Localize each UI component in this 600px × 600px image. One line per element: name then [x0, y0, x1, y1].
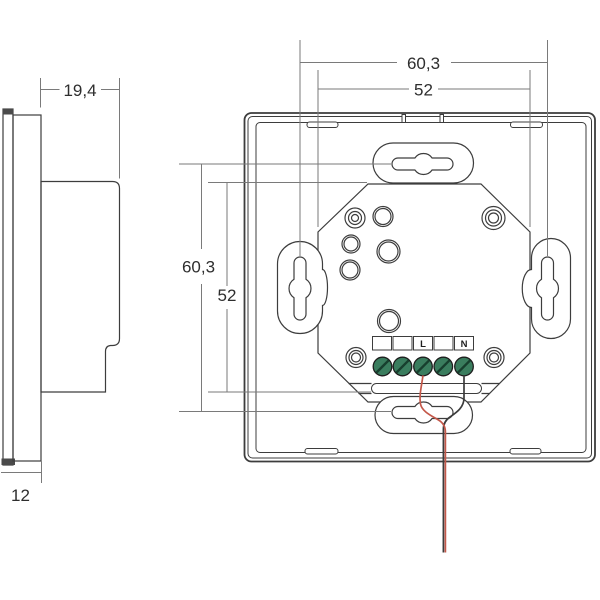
fixing-screw-bottom-right — [483, 346, 505, 369]
insert-hole — [376, 239, 401, 264]
mounting-tab-bottom-left — [304, 448, 339, 455]
mounting-frame-profile — [12, 114, 42, 462]
back-view: L N — [243, 112, 596, 463]
wire-live — [419, 375, 447, 553]
back-plate-outer-edge — [243, 112, 596, 463]
mounting-tab-top-right — [510, 121, 543, 128]
screw-slot-icon — [415, 359, 431, 374]
screw-slot-icon — [456, 359, 472, 374]
side-view — [1, 108, 121, 466]
insert-hole-inner — [378, 310, 400, 332]
release-notch-right — [439, 114, 444, 123]
cable-flange — [348, 382, 500, 395]
back-plate-inner-edge — [255, 122, 587, 453]
keyhole-slot-top — [391, 152, 454, 176]
insert-hole-inner — [374, 207, 392, 226]
terminal-screws — [372, 356, 474, 377]
keyhole-slot-left — [288, 256, 312, 321]
fixing-screw-top-left — [344, 207, 366, 229]
dimension-label-back-height-inner: 52 — [218, 286, 237, 305]
terminal-block: L N — [372, 336, 474, 351]
dimension-side-front-depth: 12 — [1, 461, 42, 505]
dimension-line — [40, 78, 120, 179]
glass-edge-cap-top — [2, 108, 14, 115]
release-notch-left — [401, 114, 406, 123]
insert-hole — [376, 308, 402, 334]
terminal-label-live: L — [420, 339, 426, 350]
dimension-line — [1, 461, 42, 483]
insert-hole-group — [339, 205, 402, 334]
dimension-label-side-front-depth: 12 — [11, 486, 30, 505]
screw-slot-icon — [395, 359, 410, 374]
terminal-label-neutral: N — [461, 339, 468, 350]
dimension-line — [317, 70, 531, 227]
screw-slot-icon — [375, 359, 390, 374]
insert-hole-inner — [378, 241, 399, 262]
screw-slot-icon — [436, 359, 451, 374]
dimension-back-height-inner: 52 — [208, 182, 371, 393]
dimension-label-side-total-depth: 19,4 — [63, 81, 96, 100]
terminal-box-3 — [413, 336, 433, 351]
insert-hole-inner — [343, 236, 359, 252]
mounting-tab-bottom-right — [509, 448, 542, 455]
dimension-label-back-width-outer: 60,3 — [407, 54, 440, 73]
fixing-screw-bottom-left — [345, 346, 367, 369]
terminal-box-5 — [454, 336, 474, 351]
dimension-line — [299, 40, 548, 256]
wiring — [419, 375, 465, 553]
terminal-box-4 — [433, 336, 454, 351]
terminal-box-2 — [392, 336, 413, 351]
glass-front-panel — [2, 108, 14, 466]
dimension-back-height-outer: 60,3 — [179, 163, 391, 412]
insert-hole — [339, 259, 361, 281]
mounting-tab-top-left — [306, 121, 339, 128]
dimension-label-back-width-inner: 52 — [414, 81, 433, 100]
insert-hole-inner — [341, 261, 359, 279]
dimension-back-width-outer: 60,3 — [299, 40, 548, 256]
dimension-back-width-inner: 52 — [317, 70, 531, 227]
keyhole-slot-right — [535, 256, 560, 321]
dimension-label-back-height-outer: 60,3 — [182, 258, 215, 277]
fixing-screw-top-right — [481, 205, 506, 231]
flush-insert-profile — [40, 180, 121, 393]
insert-hole — [341, 234, 361, 254]
glass-edge-cap-bottom — [1, 458, 15, 465]
cable-slot — [371, 383, 482, 394]
insert-hole — [372, 205, 394, 228]
dimension-side-total-depth: 19,4 — [40, 78, 120, 179]
flange-lines — [348, 382, 500, 395]
terminal-box-1 — [372, 336, 392, 351]
dimension-line — [179, 163, 391, 412]
dimension-line — [208, 182, 371, 393]
